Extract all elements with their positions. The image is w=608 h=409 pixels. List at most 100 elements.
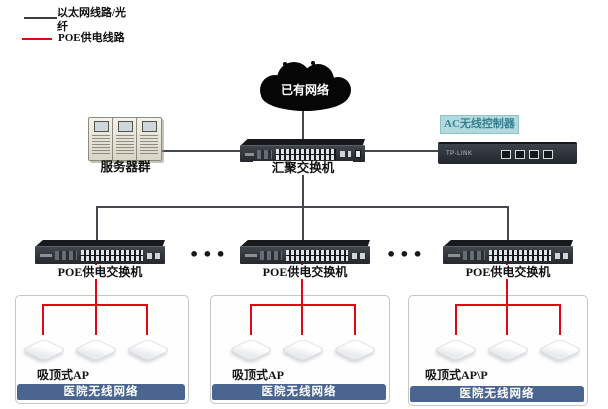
link-core-to-controller (363, 150, 440, 152)
switch-front-face (443, 246, 573, 264)
poe-link-switch1-down (95, 263, 97, 306)
ap-body (433, 338, 479, 362)
switch-sfp-ports (340, 151, 351, 157)
poe-drop-1a (42, 304, 44, 335)
switch-front-face (35, 246, 165, 264)
ellipsis-right: ••• (386, 245, 426, 264)
ap-body (228, 338, 274, 362)
switch-logo (245, 152, 255, 156)
ceiling-ap-icon (537, 334, 583, 364)
ceiling-ap-icon (485, 334, 531, 364)
server-screen (93, 121, 109, 132)
controller-port (542, 149, 553, 159)
ceiling-ap-icon (125, 334, 171, 364)
switch-ports (285, 250, 348, 261)
link-bus-to-poe3 (507, 206, 509, 243)
switch-leds (55, 251, 77, 260)
poe-drop-2a (250, 304, 252, 335)
controller-port (514, 149, 525, 159)
switch-sfp-ports (146, 252, 162, 259)
ceiling-ap-icon (228, 334, 274, 364)
switch-logo (40, 254, 53, 257)
switch-front-face (240, 246, 370, 264)
switch-uplink-port (354, 150, 361, 158)
core-switch-label: 汇聚交换机 (253, 161, 353, 175)
ap-label-3: 吸顶式AP\P (425, 368, 488, 382)
poe-switch-3-icon (443, 240, 573, 264)
switch-ports (488, 250, 551, 261)
poe-switch-2-label: POE供电交换机 (250, 265, 360, 279)
switch-ports (276, 148, 337, 160)
server-tower-icon (88, 117, 114, 161)
server-tower-icon (136, 117, 162, 161)
ceiling-ap-icon (21, 334, 67, 364)
poe-link-switch2-down (301, 263, 303, 306)
ap-body (332, 338, 378, 362)
controller-port (528, 149, 539, 159)
server-screen (141, 121, 157, 132)
switch-sfp-ports (351, 252, 367, 259)
poe-drop-2c (354, 304, 356, 335)
poe-switch-1-icon (35, 240, 165, 264)
switch-sfp-ports (554, 252, 570, 259)
poe-link-switch3-down (506, 263, 508, 306)
ap-body (537, 338, 583, 362)
link-core-trunk (302, 161, 304, 207)
switch-ports (80, 250, 143, 261)
ceiling-ap-icon (332, 334, 378, 364)
poe-branch-2 (250, 304, 356, 306)
poe-drop-1c (146, 304, 148, 335)
ap-body (125, 338, 171, 362)
switch-leds (260, 251, 282, 260)
ap-body (73, 338, 119, 362)
ceiling-ap-icon (73, 334, 119, 364)
server-tower-icon (112, 117, 138, 161)
controller-ports (500, 149, 553, 159)
poe-drop-1b (95, 304, 97, 335)
poe-switch-2-icon (240, 240, 370, 264)
ap-label-1: 吸顶式AP (37, 368, 89, 382)
link-bus-to-poe2 (302, 206, 304, 243)
poe-switch-1-label: POE供电交换机 (45, 265, 155, 279)
legend-ethernet-line-swatch (24, 17, 57, 19)
server-screen (117, 121, 133, 132)
ap-body (280, 338, 326, 362)
core-switch-icon (240, 139, 365, 162)
switch-top-face (443, 240, 573, 247)
poe-drop-2b (301, 304, 303, 335)
poe-drop-3b (506, 304, 508, 335)
ceiling-ap-icon (280, 334, 326, 364)
legend-poe-line-swatch (22, 38, 52, 40)
switch-top-face (240, 139, 365, 146)
server-grill (116, 134, 134, 154)
poe-switch-3-label: POE供电交换机 (453, 265, 563, 279)
controller-brand: TP-LINK (446, 151, 473, 157)
switch-top-face (240, 240, 370, 247)
poe-drop-3c (559, 304, 561, 335)
cloud-label: 已有网络 (280, 83, 329, 97)
controller-label: AC无线控制器 (440, 115, 519, 134)
switch-leds (257, 149, 273, 159)
cloud-icon (260, 61, 351, 111)
legend-poe-label: POE供电线路 (58, 32, 125, 44)
network-bar-2: 医院无线网络 (212, 384, 386, 400)
network-bar-1: 医院无线网络 (17, 384, 185, 400)
ap-label-2: 吸顶式AP (232, 368, 284, 382)
switch-top-face (35, 240, 165, 247)
switch-leds (463, 251, 485, 260)
switch-logo (448, 254, 461, 257)
link-cloud-to-core (302, 110, 304, 141)
link-servers-to-core (160, 150, 245, 152)
controller-port (500, 149, 511, 159)
server-grill (92, 134, 110, 154)
controller-icon: TP-LINK (438, 142, 577, 164)
link-bus-to-poe1 (96, 206, 98, 243)
ap-body (21, 338, 67, 362)
switch-logo (245, 254, 258, 257)
ap-body (485, 338, 531, 362)
poe-drop-3a (455, 304, 457, 335)
ellipsis-left: ••• (189, 245, 229, 264)
network-bar-3: 医院无线网络 (410, 386, 584, 402)
servers-label: 服务器群 (100, 160, 151, 174)
